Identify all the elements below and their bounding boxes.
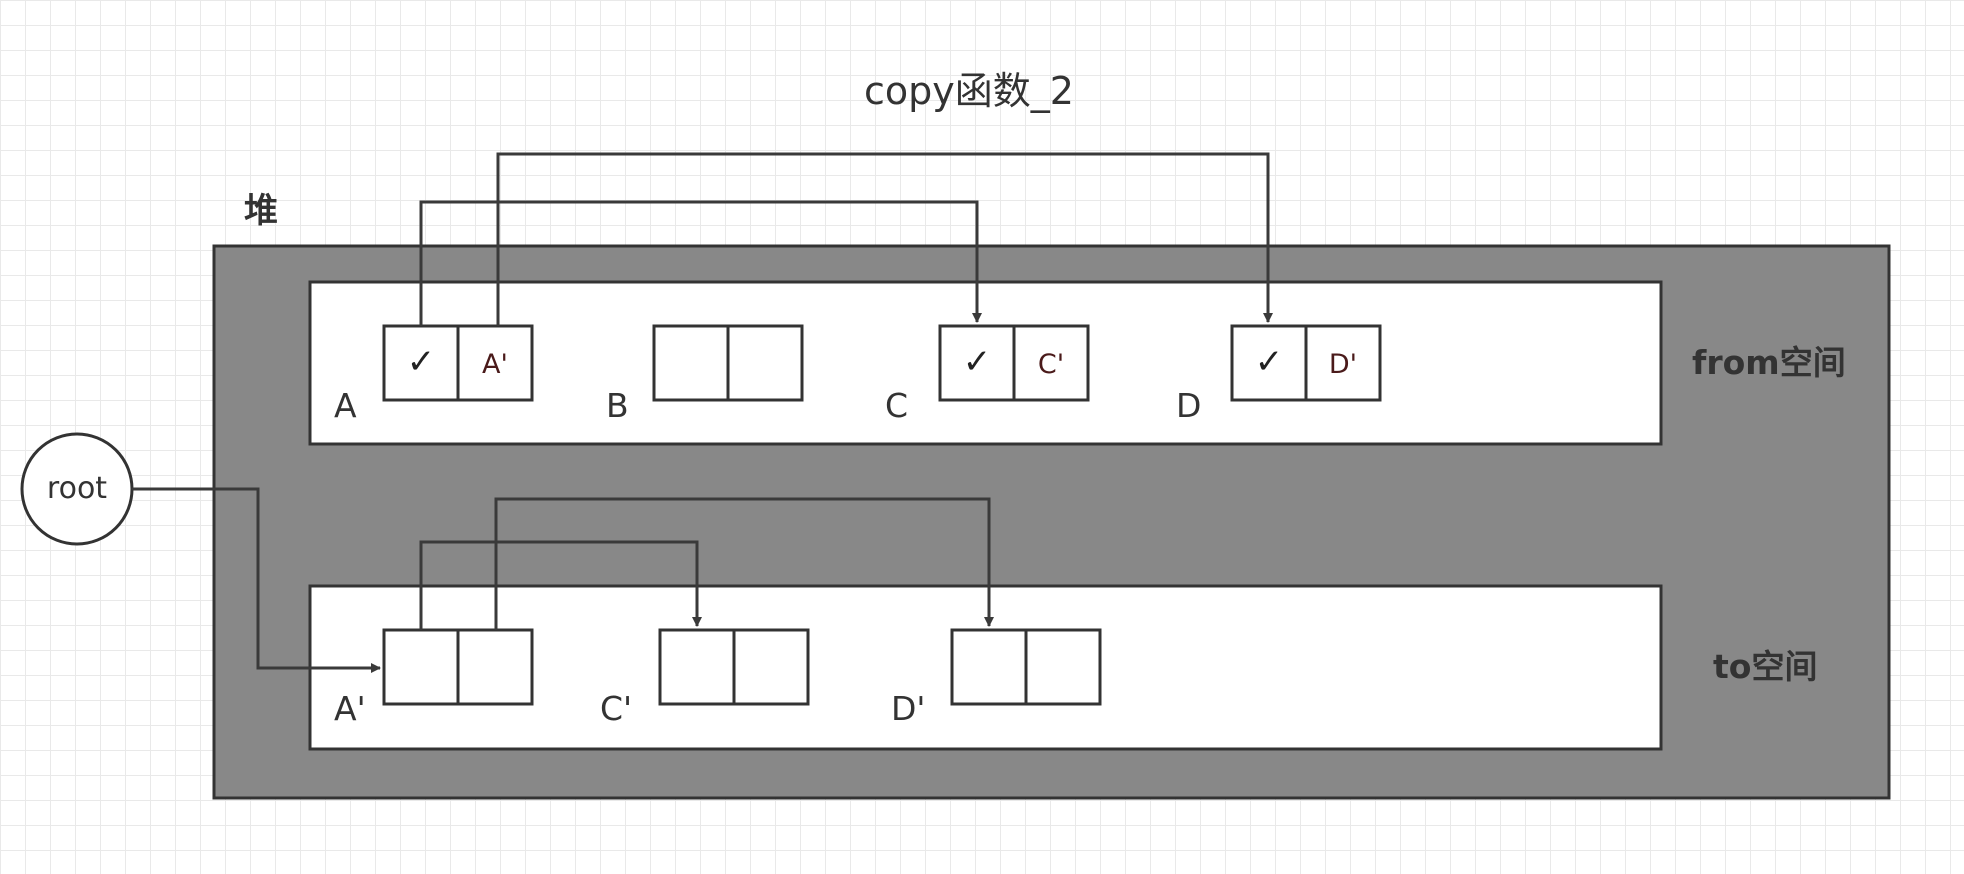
from-object-b bbox=[652, 324, 804, 402]
edge-a-field2-to-d bbox=[496, 152, 1273, 326]
heap-label: 堆 bbox=[244, 191, 278, 231]
to-object-c-prime bbox=[658, 628, 810, 706]
check-icon: ✓ bbox=[962, 342, 992, 382]
object-d-field2 bbox=[1304, 324, 1382, 402]
object-c-prime-field2 bbox=[732, 628, 810, 706]
object-d-prime-field1 bbox=[950, 628, 1028, 706]
object-a-field2 bbox=[456, 324, 534, 402]
edge-a-field1-to-c bbox=[419, 200, 982, 326]
from-space-label: from空间 bbox=[1692, 343, 1846, 382]
object-label-d-prime: D' bbox=[891, 689, 926, 728]
forwarding-a: A' bbox=[482, 349, 508, 380]
object-label-d: D bbox=[1176, 386, 1202, 425]
from-object-d bbox=[1230, 324, 1382, 402]
object-a-prime-field2 bbox=[456, 628, 534, 706]
object-label-a-prime: A' bbox=[334, 689, 366, 728]
object-a-prime-field1 bbox=[382, 628, 460, 706]
to-object-d-prime bbox=[950, 628, 1102, 706]
object-label-c: C bbox=[885, 386, 909, 425]
object-c-prime-field1 bbox=[658, 628, 736, 706]
object-b-field1 bbox=[652, 324, 730, 402]
forwarding-c: C' bbox=[1037, 349, 1065, 380]
to-space-label: to空间 bbox=[1713, 647, 1818, 686]
object-c-field2 bbox=[1012, 324, 1090, 402]
object-label-a: A bbox=[334, 386, 357, 425]
forwarding-d: D' bbox=[1328, 349, 1358, 380]
check-icon: ✓ bbox=[1254, 342, 1284, 382]
check-icon: ✓ bbox=[406, 342, 436, 382]
object-label-c-prime: C' bbox=[600, 689, 633, 728]
object-label-b: B bbox=[606, 386, 629, 425]
object-d-prime-field2 bbox=[1024, 628, 1102, 706]
object-c-field1 bbox=[938, 324, 1016, 402]
edge-a-prime-field1-to-c-prime bbox=[419, 540, 702, 630]
edge-a-prime-field2-to-d-prime bbox=[494, 497, 994, 630]
from-object-c bbox=[938, 324, 1090, 402]
edge-root-to-a-prime bbox=[132, 487, 381, 673]
object-b-field2 bbox=[726, 324, 804, 402]
root-label: root bbox=[46, 471, 108, 506]
to-object-a-prime bbox=[382, 628, 534, 706]
diagram-title: copy函数_2 bbox=[864, 69, 1074, 113]
object-d-field1 bbox=[1230, 324, 1308, 402]
from-object-a bbox=[382, 324, 534, 402]
